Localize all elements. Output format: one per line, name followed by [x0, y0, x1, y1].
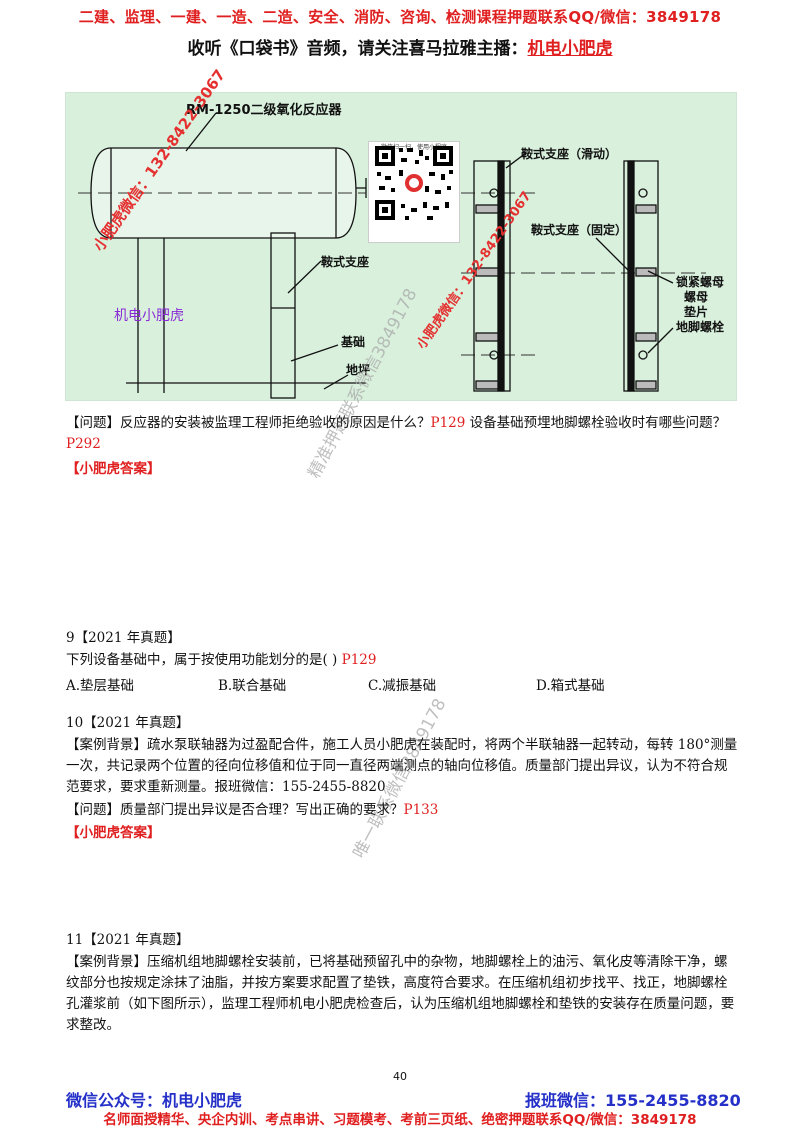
label-foundation: 基础: [341, 335, 366, 349]
reactor-drawing: [78, 112, 706, 399]
footer-wechat-account[interactable]: 微信公众号：机电小肥虎: [66, 1091, 243, 1110]
label-washer: 垫片: [684, 305, 709, 319]
q9-option-d[interactable]: D.箱式基础: [536, 678, 605, 694]
reactor-figure: RM-1250二级氧化反应器 鞍式支座 基础 地坪 鞍式支座（滑动） 鞍式支座（…: [65, 66, 737, 401]
q9-stem: 下列设备基础中，属于按使用功能划分的是( ) P129: [66, 650, 738, 671]
qr-code[interactable]: 微信扫一扫，使用小程序: [368, 141, 460, 243]
header-subtitle-prefix: 收听《口袋书》音频，请关注喜马拉雅主播：: [187, 39, 528, 59]
q10-question: 【问题】质量部门提出异议是否合理？写出正确的要求？P133: [66, 800, 738, 821]
label-anchor-bolt: 地脚螺栓: [676, 320, 725, 334]
label-fixed-saddle: 鞍式支座（固定）: [531, 223, 628, 237]
label-floor: 地坪: [346, 363, 371, 377]
intro-question-prefix: 【问题】反应器的安装被监理工程师拒绝验收的原因是什么？: [66, 415, 431, 431]
intro-ref-2: P292: [66, 436, 101, 452]
header-subtitle: 收听《口袋书》音频，请关注喜马拉雅主播：机电小肥虎: [0, 34, 800, 59]
q9-option-c[interactable]: C.减振基础: [368, 678, 437, 694]
q9-title: 9【2021 年真题】: [66, 630, 181, 646]
intro-answer-label: 【小肥虎答案】: [66, 461, 161, 477]
q9-option-a[interactable]: A.垫层基础: [66, 678, 135, 694]
intro-question: 【问题】反应器的安装被监理工程师拒绝验收的原因是什么？P129 设备基础预埋地脚…: [66, 413, 738, 455]
header-anchor-name[interactable]: 机电小肥虎: [527, 39, 613, 59]
q9-ref: P129: [341, 652, 377, 668]
page-number: 40: [393, 1070, 407, 1083]
qr-caption: 微信扫一扫，使用小程序: [380, 144, 447, 151]
label-saddle: 鞍式支座: [321, 255, 370, 269]
label-sliding-saddle: 鞍式支座（滑动）: [521, 147, 618, 161]
q10-background: 【案例背景】疏水泵联轴器为过盈配合件，施工人员小肥虎在装配时，将两个半联轴器一起…: [66, 737, 738, 795]
watermark-name: 机电小肥虎: [114, 308, 184, 324]
qr-code-icon: [375, 146, 453, 220]
q9-stem-text: 下列设备基础中，属于按使用功能划分的是( ): [66, 652, 338, 668]
figure-title: RM-1250二级氧化反应器: [186, 103, 342, 118]
header-banner: 二建、监理、一建、一造、二造、安全、消防、咨询、检测课程押题联系QQ/微信：38…: [78, 8, 722, 26]
footer-banner: 名师面授精华、央企内训、考点串讲、习题模考、考前三页纸、绝密押题联系QQ/微信：…: [103, 1112, 697, 1128]
q9-option-b[interactable]: B.联合基础: [218, 678, 287, 694]
label-lock-nut: 锁紧螺母: [676, 275, 725, 289]
q10-answer-label: 【小肥虎答案】: [66, 825, 161, 841]
q11-title: 11【2021 年真题】: [66, 932, 190, 948]
label-nut: 螺母: [684, 290, 709, 304]
q11-background: 【案例背景】压缩机组地脚螺栓安装前，已将基础预留孔中的杂物，地脚螺栓上的油污、氧…: [66, 954, 735, 1033]
intro-question-mid: 设备基础预埋地脚螺栓验收时有哪些问题？: [465, 415, 727, 431]
q10-ref: P133: [403, 802, 439, 818]
q10-title: 10【2021 年真题】: [66, 715, 190, 731]
intro-ref-1: P129: [430, 415, 466, 431]
footer-enroll-wechat[interactable]: 报班微信：155-2455-8820: [525, 1091, 741, 1110]
q10-question-text: 【问题】质量部门提出异议是否合理？写出正确的要求？: [66, 802, 404, 818]
